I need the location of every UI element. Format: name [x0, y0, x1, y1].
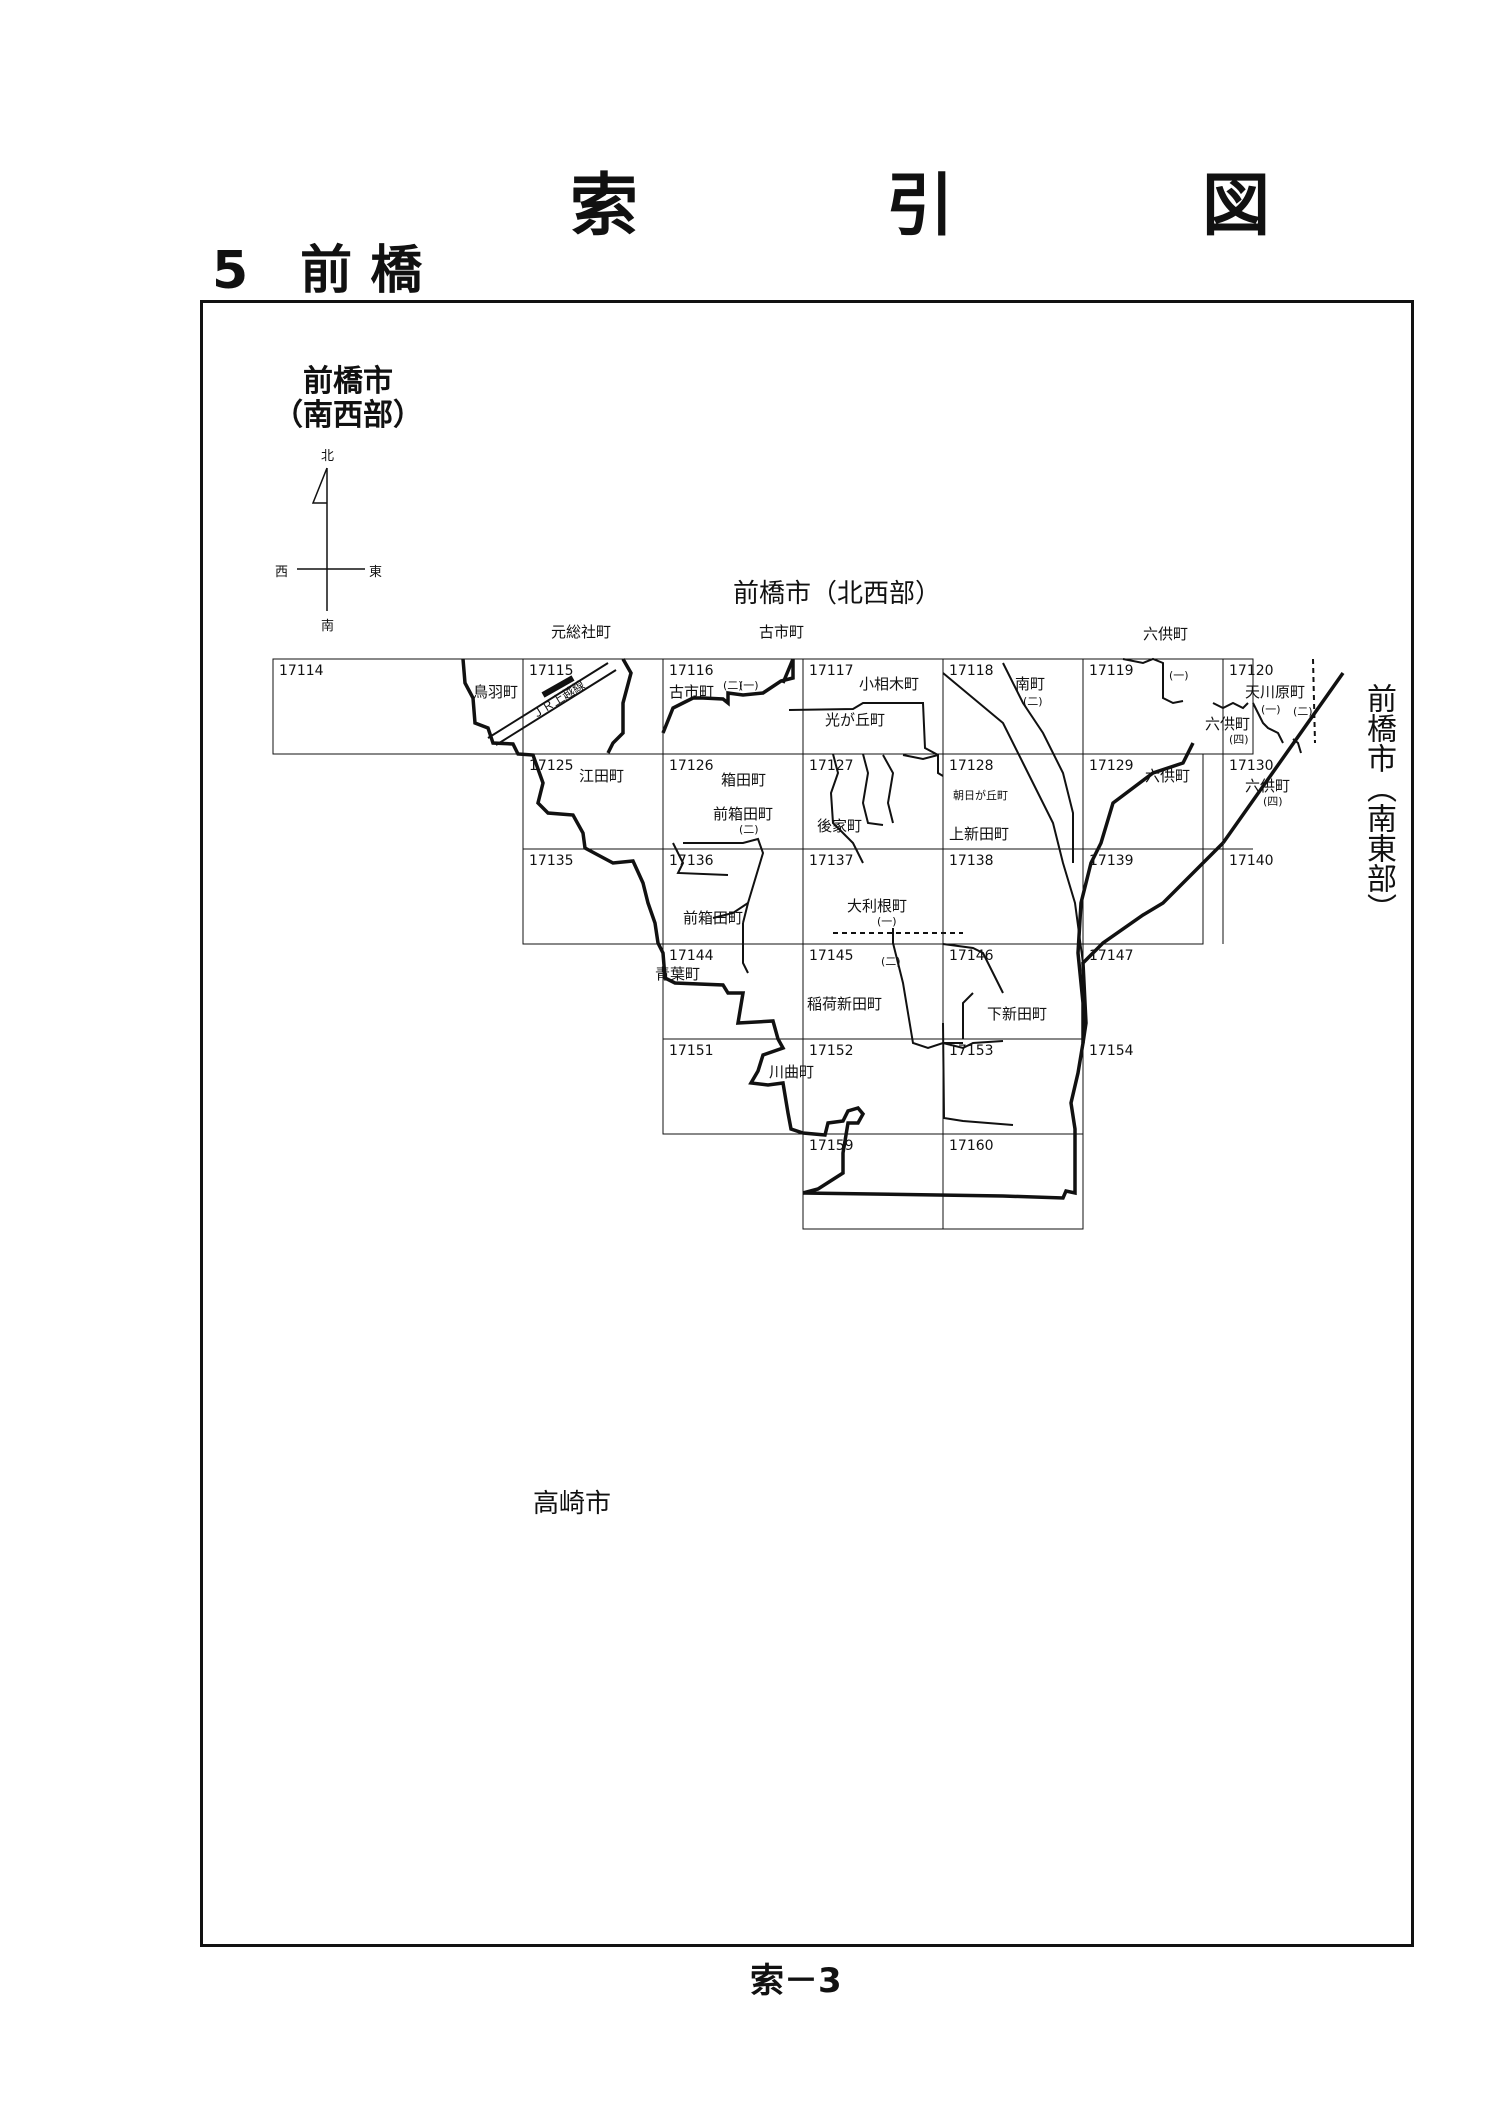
compass-west: 西 — [275, 565, 289, 580]
town-label-maehakoda-top: 前箱田町 — [713, 805, 774, 823]
grid-cell-17115[interactable]: 17115 — [529, 663, 574, 679]
town-sub-otone: (一) — [877, 915, 897, 928]
grid-cell-17151[interactable]: 17151 — [669, 1043, 714, 1059]
grid-cell-17137[interactable]: 17137 — [809, 853, 854, 869]
main-region-title-line1: 前橋市 — [303, 364, 393, 399]
region-north-west: 前橋市（北西部） — [733, 579, 942, 609]
region-takasaki: 高崎市 — [533, 1489, 612, 1519]
town-label-toba: 鳥羽町 — [473, 683, 519, 701]
town-label-shimoshinden: 下新田町 — [987, 1005, 1048, 1023]
town-sub-mukai-top: (一) — [1169, 669, 1189, 682]
town-label-goke: 後家町 — [817, 817, 863, 835]
grid-cell-17119[interactable]: 17119 — [1089, 663, 1134, 679]
grid-cell-17140[interactable]: 17140 — [1229, 853, 1274, 869]
grid-cell-17114[interactable]: 17114 — [279, 663, 324, 679]
town-label-minami: 南町 — [1015, 675, 1046, 693]
town-label-koaigi: 小相木町 — [859, 675, 920, 693]
town-sub-17145: (二) — [881, 955, 901, 968]
grid-cell-17126[interactable]: 17126 — [669, 758, 714, 774]
town-sub-amagawara-1: (一) — [1261, 703, 1281, 716]
town-label-aoba: 青葉町 — [655, 965, 701, 983]
town-label-furuichi-top: 古市町 — [759, 623, 805, 641]
section-heading: 5 前 橋 — [212, 241, 423, 301]
town-label-amagawara: 天川原町 — [1245, 683, 1306, 701]
grid-cell-17129[interactable]: 17129 — [1089, 758, 1134, 774]
town-sub-furuichi-1: (一) — [739, 679, 759, 692]
dashed-boundaries — [833, 658, 1316, 934]
grid-cell-17160[interactable]: 17160 — [949, 1138, 994, 1154]
town-label-inarishinden: 稲荷新田町 — [807, 995, 883, 1013]
compass-north: 北 — [321, 449, 335, 464]
town-label-kamishinden: 上新田町 — [949, 825, 1010, 843]
town-label-mukai-4: 六供町 — [1205, 715, 1251, 733]
grid-cell-17120[interactable]: 17120 — [1229, 663, 1274, 679]
town-label-mukai-mid: 六供町 — [1145, 767, 1191, 785]
grid-cell-17139[interactable]: 17139 — [1089, 853, 1134, 869]
town-label-otone: 大利根町 — [847, 897, 908, 915]
grid-cell-17116[interactable]: 17116 — [669, 663, 714, 679]
compass-icon — [297, 467, 365, 611]
grid-cell-17152[interactable]: 17152 — [809, 1043, 854, 1059]
town-label-motosoja: 元総社町 — [551, 623, 612, 641]
grid-cell-17136[interactable]: 17136 — [669, 853, 714, 869]
town-label-asahigaoka: 朝日が丘町 — [953, 789, 1008, 802]
grid-cell-17154[interactable]: 17154 — [1089, 1043, 1134, 1059]
town-label-mukai-right: 六供町 — [1245, 777, 1291, 795]
grid-cell-17159[interactable]: 17159 — [809, 1138, 854, 1154]
map-frame: 前橋市 （南西部） 北 南 東 西 前橋市（北西部） 前橋市（南東部） 高崎市 … — [200, 300, 1414, 1947]
town-label-furuichi: 古市町 — [669, 683, 715, 701]
grid-cell-17118[interactable]: 17118 — [949, 663, 994, 679]
grid-cell-17144[interactable]: 17144 — [669, 948, 714, 964]
compass-south: 南 — [321, 619, 335, 634]
grid-cell-17145[interactable]: 17145 — [809, 948, 854, 964]
main-region-title: 前橋市 （南西部） — [273, 365, 423, 433]
town-label-mukai-top: 六供町 — [1143, 625, 1189, 643]
town-sub-minami: (二) — [1023, 695, 1043, 708]
grid-cell-17153[interactable]: 17153 — [949, 1043, 994, 1059]
page-number: 索－3 — [750, 1961, 842, 2001]
grid-cell-17125[interactable]: 17125 — [529, 758, 574, 774]
city-boundary — [461, 658, 1345, 1200]
grid-cell-17128[interactable]: 17128 — [949, 758, 994, 774]
town-label-kawamagari: 川曲町 — [769, 1063, 815, 1081]
town-label-maehakoda: 前箱田町 — [683, 909, 744, 927]
index-grid — [272, 658, 1254, 1230]
town-sub-mukai-4: (四) — [1229, 733, 1249, 746]
town-sub-amagawara-2: (二) — [1293, 705, 1313, 718]
grid-cell-17147[interactable]: 17147 — [1089, 948, 1134, 964]
main-region-title-line2: （南西部） — [273, 398, 423, 433]
town-label-hakoda: 箱田町 — [721, 771, 767, 789]
jr-line — [487, 662, 617, 746]
town-sub-mukai-right: (四) — [1263, 795, 1283, 808]
page-title: 索 引 図 — [570, 167, 1361, 246]
grid-cell-17138[interactable]: 17138 — [949, 853, 994, 869]
town-label-eda: 江田町 — [579, 767, 625, 785]
grid-cell-17127[interactable]: 17127 — [809, 758, 854, 774]
region-south-east: 前橋市（南東部） — [1361, 683, 1396, 923]
grid-cell-17117[interactable]: 17117 — [809, 663, 854, 679]
map-canvas — [272, 467, 1345, 1230]
grid-cell-17130[interactable]: 17130 — [1229, 758, 1274, 774]
district-boundaries — [672, 657, 1302, 1126]
grid-cell-17135[interactable]: 17135 — [529, 853, 574, 869]
compass-east: 東 — [369, 565, 383, 580]
grid-cell-17146[interactable]: 17146 — [949, 948, 994, 964]
town-label-kogaoka: 光が丘町 — [825, 711, 886, 729]
town-sub-maehakoda-top: (二) — [739, 823, 759, 836]
town-sub-furuichi-2: (二) — [723, 679, 743, 692]
